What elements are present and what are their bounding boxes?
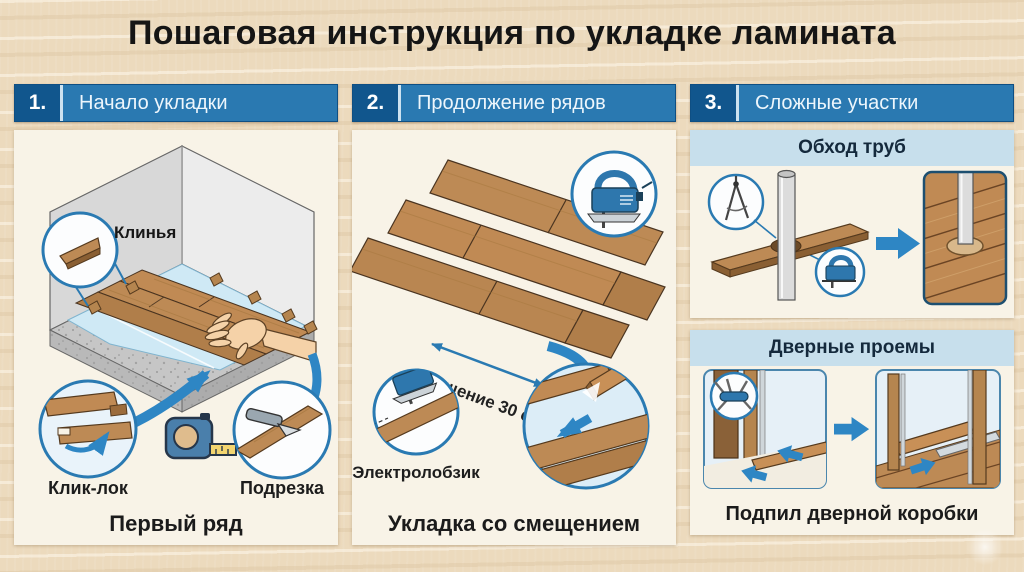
result-arrow-icon xyxy=(876,228,920,259)
door-after-illustration xyxy=(875,369,1001,489)
click-lock-inset: Клик-лок xyxy=(38,379,138,498)
panel3-header: 3. Сложные участки xyxy=(690,84,1014,122)
panel1-number-badge: 1. xyxy=(15,85,63,121)
trimming-inset: Подрезка xyxy=(232,380,332,498)
jigsaw-inset xyxy=(570,150,658,238)
staggered-rows-illustration: Смещение 30 см xyxy=(352,150,666,490)
page-title: Пошаговая инструкция по укладке ламината xyxy=(127,14,897,52)
panel2-number-badge: 2. xyxy=(353,85,401,121)
wedge-inset: Клинья xyxy=(41,211,176,307)
panel2-title: Продолжение рядов xyxy=(401,85,675,121)
jigsaw-label: Электролобзик xyxy=(352,463,480,482)
angle-insert-inset xyxy=(522,362,650,490)
pipes-card: Обход труб xyxy=(690,130,1014,318)
panel1-card: Клинья Клик-лок xyxy=(14,130,338,545)
panel1-header: 1. Начало укладки xyxy=(14,84,338,122)
electric-jigsaw-inset: Электролобзик xyxy=(352,368,480,482)
panel3-number-badge: 3. xyxy=(691,85,739,121)
wedge-icon xyxy=(59,237,101,270)
multitool-icon xyxy=(709,371,759,421)
pointer-line xyxy=(753,219,777,239)
trim-label: Подрезка xyxy=(240,478,325,498)
panel2-card: Смещение 30 см xyxy=(352,130,676,545)
door-frame-illustration xyxy=(703,369,1001,489)
jigsaw-icon xyxy=(587,170,653,228)
panel3-caption: Подпил дверной коробки xyxy=(725,503,979,525)
tape-measure-icon xyxy=(164,413,237,460)
door-before-illustration xyxy=(703,369,827,489)
panel1-title: Начало укладки xyxy=(63,85,337,121)
panel2-caption: Укладка со смещением xyxy=(387,510,641,536)
spacer-wedges xyxy=(87,272,318,335)
doors-card: Дверные проемы xyxy=(690,330,1014,535)
pipe-result-illustration xyxy=(922,170,1008,306)
panel2-header: 2. Продолжение рядов xyxy=(352,84,676,122)
pipe-icon xyxy=(777,169,796,301)
utility-knife-icon xyxy=(245,407,302,437)
doors-section-title: Дверные проемы xyxy=(690,330,1014,366)
clicklock-label: Клик-лок xyxy=(48,478,129,498)
room-first-row-illustration: Клинья Клик-лок xyxy=(38,145,332,498)
next-step-arrow-icon xyxy=(834,417,870,442)
jigsaw-mini-icon xyxy=(814,246,866,298)
wedges-label: Клинья xyxy=(114,223,176,242)
staggered-planks xyxy=(352,159,666,359)
compass-icon xyxy=(707,173,765,231)
sparkle-decoration xyxy=(964,526,1006,568)
panel-row-continuation: 2. Продолжение рядов xyxy=(352,84,676,545)
pipes-section-title: Обход труб xyxy=(690,130,1014,166)
panel3-title: Сложные участки xyxy=(739,85,1013,121)
panel-start-laying: 1. Начало укладки xyxy=(14,84,338,545)
click-lock-icon xyxy=(43,391,133,456)
panel1-caption: Первый ряд xyxy=(109,510,243,536)
pipe-bypass-illustration xyxy=(707,169,1008,306)
panel-difficult-areas: 3. Сложные участки Обход труб xyxy=(690,84,1014,535)
